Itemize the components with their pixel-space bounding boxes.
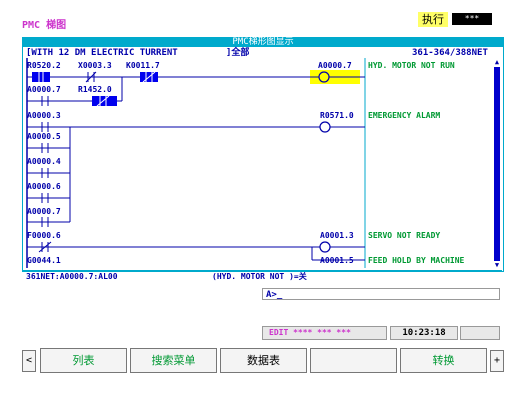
coil-r0571-0[interactable] — [319, 121, 331, 133]
comment-feed-hold: FEED HOLD BY MACHINE — [368, 256, 465, 265]
label-r0520-2: R0520.2 — [27, 61, 61, 70]
mode-status: *** — [452, 13, 492, 25]
softkey-list[interactable]: 列表 — [40, 348, 127, 373]
softkey-bar: < 列表 搜索菜单 数据表 转换 + — [22, 348, 504, 375]
softkey-blank[interactable] — [310, 348, 397, 373]
label-a0000-5: A0000.5 — [27, 132, 61, 141]
label-x0003-3: X0003.3 — [78, 61, 112, 70]
command-input[interactable]: A>_ — [262, 288, 500, 300]
coil-a0001-3[interactable] — [319, 241, 331, 253]
scroll-down-arrow-icon[interactable]: ▼ — [494, 261, 500, 269]
label-a0000-7b: A0000.7 — [27, 207, 61, 216]
ladder-panel — [22, 37, 504, 272]
label-a0000-3: A0000.3 — [27, 111, 61, 120]
panel-title: PMC梯形图显示 — [22, 37, 504, 47]
scroll-up-arrow-icon[interactable]: ▲ — [494, 58, 500, 66]
header-program-name: [WITH 12 DM ELECTRIC TURRENT — [26, 48, 178, 58]
label-r1452-0: R1452.0 — [78, 85, 112, 94]
label-coil-a0001-5: A0001.5 — [320, 256, 354, 265]
rung-3[interactable] — [27, 241, 365, 261]
header-scope: ]全部 — [226, 48, 250, 58]
softkey-next-arrow[interactable]: + — [490, 350, 504, 372]
label-coil-a0000-7: A0000.7 — [318, 61, 352, 70]
softkey-switch[interactable]: 转换 — [400, 348, 487, 373]
scrollbar[interactable] — [494, 67, 500, 261]
softkey-search-menu[interactable]: 搜索菜单 — [130, 348, 217, 373]
header-net-range: 361-364/388NET — [412, 48, 488, 58]
label-a0000-4: A0000.4 — [27, 157, 61, 166]
clock: 10:23:18 — [390, 326, 458, 340]
net-status-right: (HYD. MOTOR NOT )=关 — [212, 272, 307, 281]
label-a0000-6: A0000.6 — [27, 182, 61, 191]
contact-r0520-2[interactable] — [32, 72, 50, 82]
softkey-prev-arrow[interactable]: < — [22, 350, 36, 372]
label-g0044-1: G0044.1 — [27, 256, 61, 265]
rung-1[interactable] — [27, 70, 365, 107]
label-coil-r0571-0: R0571.0 — [320, 111, 354, 120]
label-a0000-7: A0000.7 — [27, 85, 61, 94]
label-k0011-7: K0011.7 — [126, 61, 160, 70]
net-status-left: 361NET:A0000.7:AL00 — [26, 272, 118, 281]
screen-title: PMC 梯图 — [22, 20, 67, 31]
contact-x0003-3[interactable] — [85, 71, 97, 83]
softkey-data-table[interactable]: 数据表 — [220, 348, 307, 373]
net-status-line: 361NET:A0000.7:AL00 (HYD. MOTOR NOT )=关 — [22, 270, 502, 282]
label-coil-a0001-3: A0001.3 — [320, 231, 354, 240]
contact-r1452-0[interactable] — [92, 96, 117, 106]
status-blank — [460, 326, 500, 340]
label-f0000-6: F0000.6 — [27, 231, 61, 240]
edit-mode-status: EDIT **** *** *** — [262, 326, 387, 340]
comment-hyd-motor: HYD. MOTOR NOT RUN — [368, 61, 455, 70]
comment-servo-not-ready: SERVO NOT READY — [368, 231, 441, 240]
contact-f0000-6[interactable] — [38, 241, 52, 253]
ladder-diagram[interactable] — [22, 58, 494, 270]
contact-a0000-7-branch[interactable] — [41, 96, 49, 106]
rung-2[interactable] — [27, 121, 365, 227]
mode-label: 执行 — [418, 12, 448, 27]
comment-emergency-alarm: EMERGENCY ALARM — [368, 111, 441, 120]
